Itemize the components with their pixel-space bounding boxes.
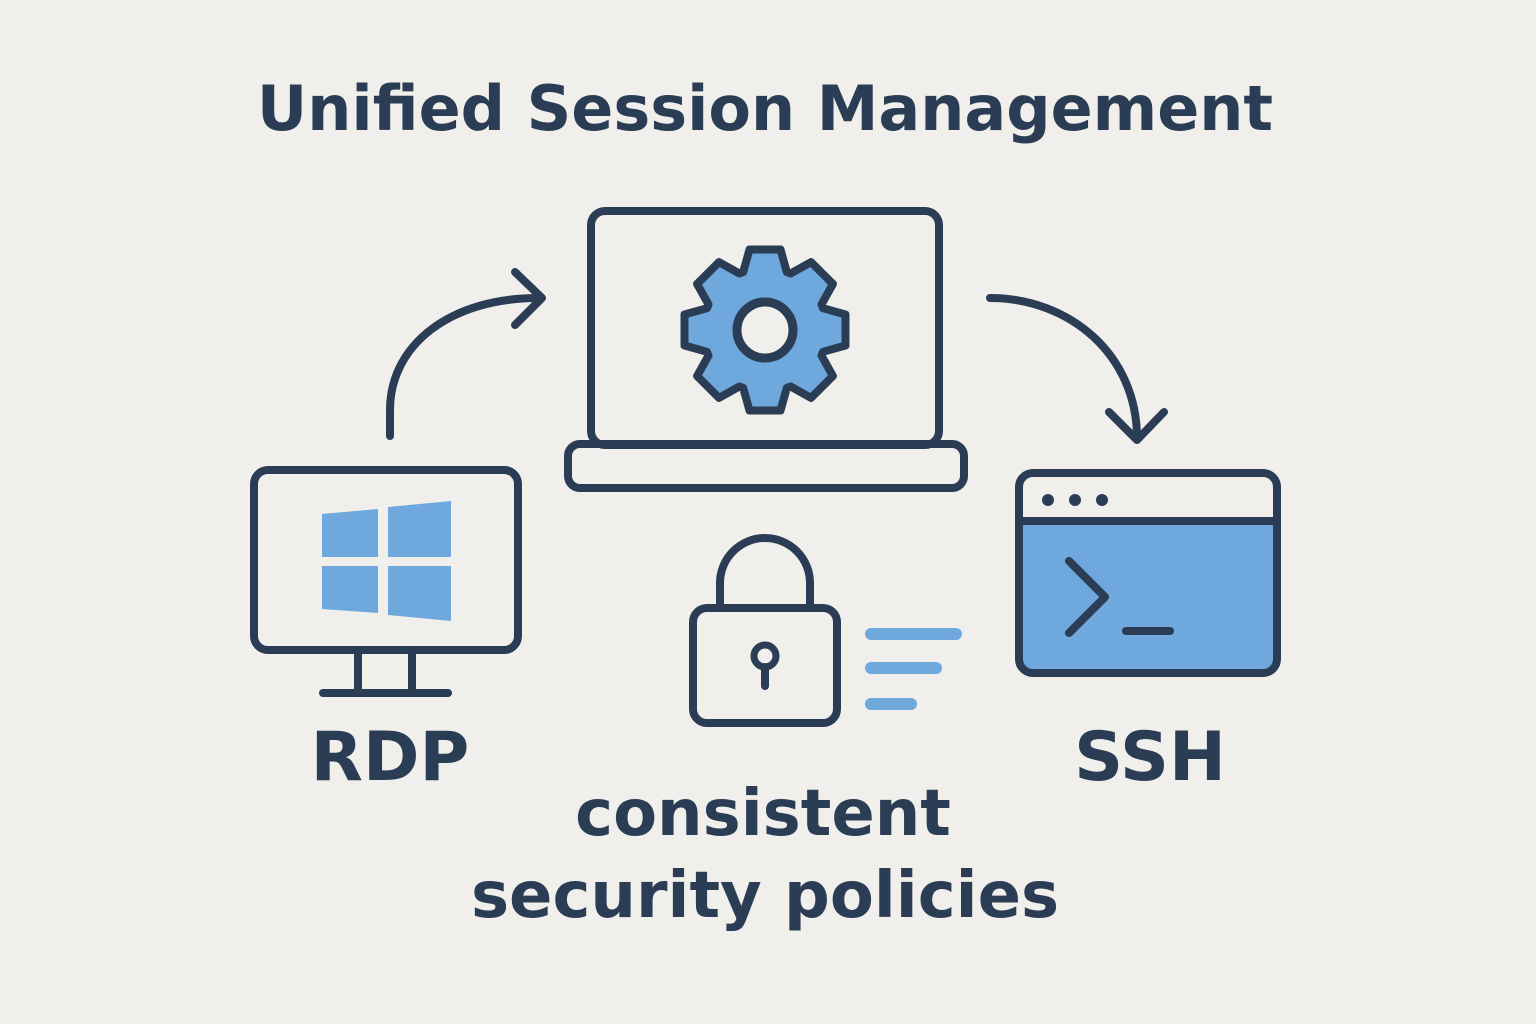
ssh-label: SSH (1074, 718, 1226, 797)
laptop-gear-icon (564, 207, 968, 492)
windows-logo-icon (322, 501, 451, 621)
arrow-icon (986, 294, 1168, 444)
policy-label-line1: consistent (575, 777, 951, 851)
prompt-icon (1065, 557, 1109, 637)
terminal-window-icon (1015, 469, 1281, 677)
lock-icon (689, 534, 841, 727)
rdp-label: RDP (311, 718, 470, 797)
policy-label-line2: security policies (471, 859, 1059, 933)
windows-monitor-icon (250, 466, 522, 697)
title: Unified Session Management (257, 72, 1273, 145)
policy-lines-icon (865, 628, 962, 710)
arrow-icon (386, 268, 546, 440)
